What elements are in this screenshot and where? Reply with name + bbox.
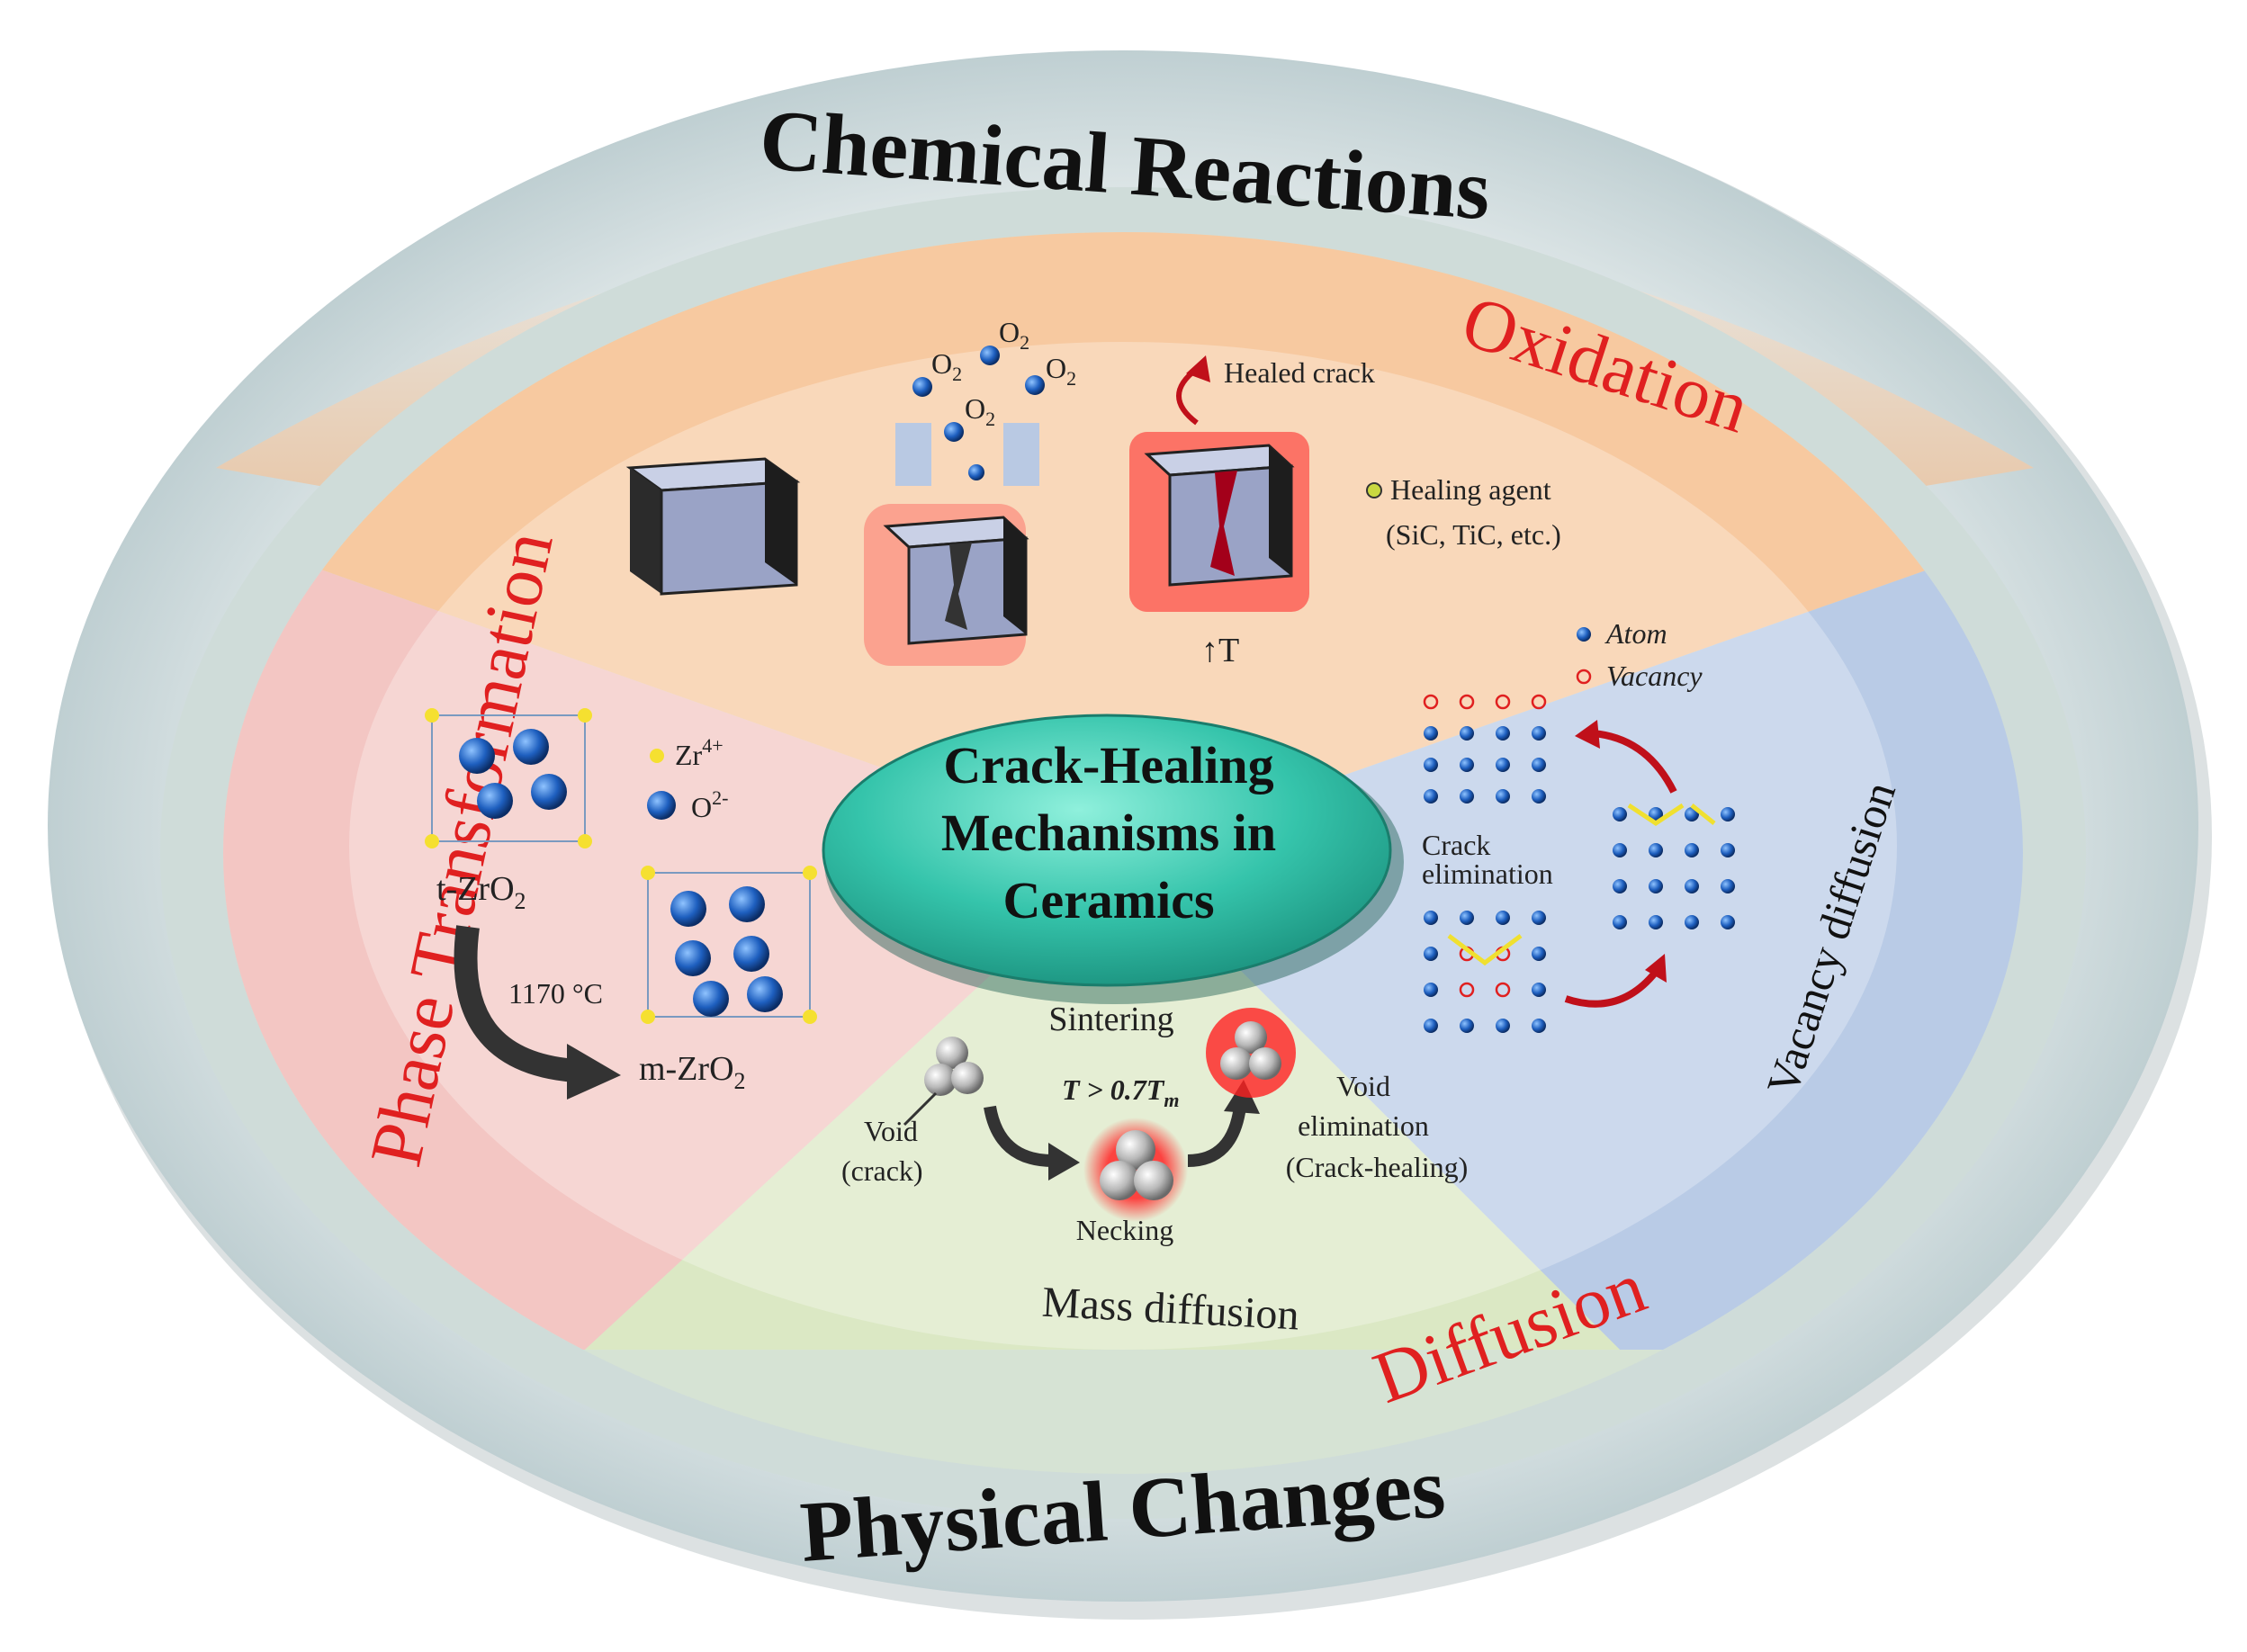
elimination-label: elimination — [1422, 857, 1553, 890]
ceramic-cube-cracked — [883, 516, 1029, 645]
atom-label: Atom — [1604, 617, 1667, 650]
m-zro2-label: m-ZrO2 — [639, 1050, 746, 1094]
lattice-top — [1423, 694, 1547, 804]
m-zro2-crystal — [641, 866, 817, 1024]
void-elim-label-2: elimination — [1298, 1109, 1429, 1142]
phase-wedge — [223, 504, 1123, 1350]
zr-ion-label: Zr4+ — [675, 734, 724, 771]
oxygen-molecules: O2 O2 O2 O2 — [912, 316, 1076, 480]
particles-healed — [1220, 1021, 1281, 1080]
t-zro2-label: t-ZrO2 — [436, 870, 526, 914]
svg-text:O2: O2 — [999, 316, 1029, 354]
sintering-condition: T > 0.7Tm — [1062, 1073, 1179, 1111]
svg-text:O2: O2 — [965, 392, 995, 430]
void-elim-label-1: Void — [1336, 1070, 1390, 1102]
vacancy-arrow-top — [1592, 730, 1677, 794]
o-ion-label: O2- — [691, 786, 728, 823]
elimination-arrow — [1187, 1105, 1246, 1167]
svg-text:O2: O2 — [931, 347, 962, 385]
healed-crack-label: Healed crack — [1224, 356, 1375, 389]
oxidation-wedge — [223, 232, 2023, 853]
center-title-line1: Crack-Healing — [943, 736, 1273, 795]
temperature-up-label: ↑T — [1201, 632, 1239, 669]
phase-temperature-label: 1170 °C — [508, 977, 603, 1010]
t-zro2-crystal — [425, 708, 592, 848]
lattice-right — [1613, 803, 1735, 929]
particles-necking — [1100, 1130, 1173, 1200]
crack-paren-label: (crack) — [841, 1154, 923, 1187]
ceramic-cube-healed — [1144, 444, 1295, 587]
lattice-bottom — [1424, 911, 1546, 1033]
healing-agent-examples: (SiC, TiC, etc.) — [1386, 518, 1561, 551]
void-label: Void — [864, 1115, 918, 1147]
center-title-line3: Ceramics — [1002, 871, 1214, 929]
center-title-line2: Mechanisms in — [941, 804, 1276, 862]
necking-arrow — [984, 1105, 1054, 1167]
svg-text:O2: O2 — [1046, 352, 1076, 390]
sintering-wedge — [585, 853, 1620, 1350]
phase-transform-arrow — [454, 925, 578, 1082]
void-elim-label-3: (Crack-healing) — [1286, 1151, 1469, 1183]
ceramic-cube-intact — [625, 457, 801, 596]
vacancy-label: Vacancy — [1606, 660, 1703, 692]
sintering-label: Sintering — [1048, 1001, 1173, 1038]
necking-label: Necking — [1076, 1214, 1173, 1246]
vacancy-arrow-bottom — [1564, 969, 1659, 1008]
healing-agent-label: Healing agent — [1390, 473, 1551, 506]
center-ellipse — [822, 714, 1392, 987]
crack-label: Crack — [1422, 829, 1490, 861]
particles-void — [924, 1037, 984, 1096]
